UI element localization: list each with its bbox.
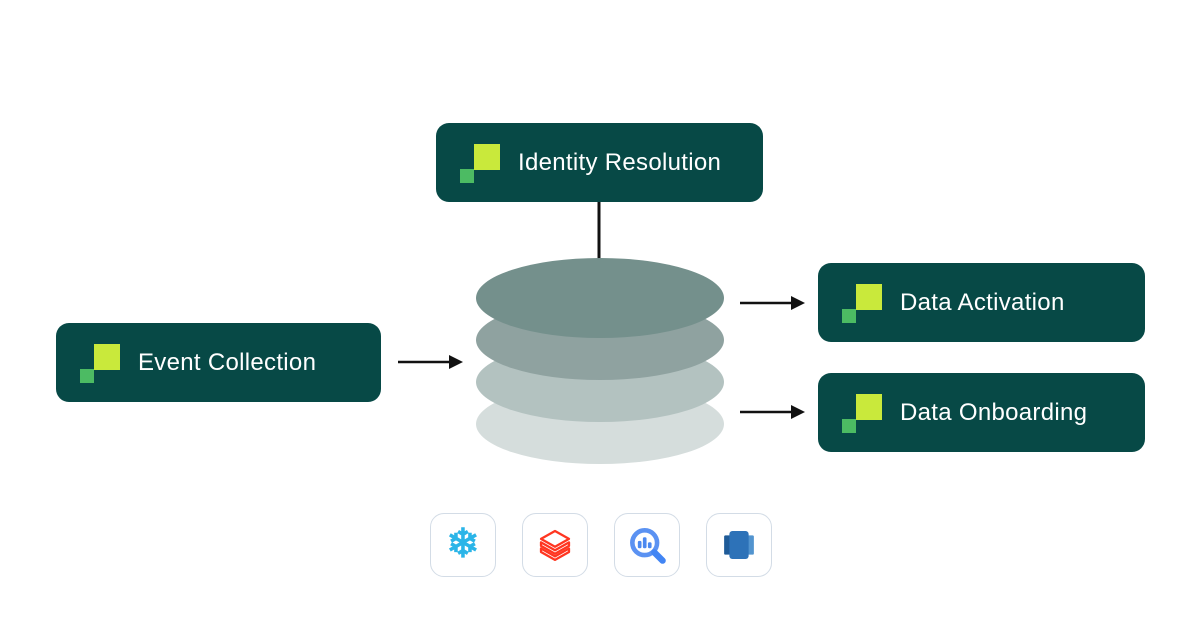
redshift-icon xyxy=(724,531,754,559)
tile-bigquery xyxy=(614,513,680,577)
node-label: Data Activation xyxy=(900,288,1065,316)
brand-square-lime xyxy=(856,393,882,420)
brand-squares-icon xyxy=(842,283,882,323)
snowflake-icon: ❄ xyxy=(446,521,481,567)
warehouse-stack-layer-1 xyxy=(476,258,724,338)
brand-square-green xyxy=(842,418,856,433)
node-label: Identity Resolution xyxy=(518,148,722,176)
node-identity-resolution: Identity Resolution xyxy=(436,123,763,202)
tile-redshift xyxy=(706,513,772,577)
arrow-event-to-stack xyxy=(398,355,463,369)
brand-square-green xyxy=(842,308,856,323)
node-label: Event Collection xyxy=(138,348,317,376)
brand-square-lime xyxy=(474,143,500,170)
brand-square-lime xyxy=(856,283,882,310)
bigquery-icon xyxy=(630,528,666,564)
arrow-stack-to-onboarding xyxy=(740,405,805,419)
brand-square-green xyxy=(460,168,474,183)
databricks-icon xyxy=(539,529,571,562)
brand-square-green xyxy=(80,368,94,383)
brand-squares-icon xyxy=(460,143,500,183)
brand-squares-icon xyxy=(842,393,882,433)
brand-squares-icon xyxy=(80,343,120,383)
tile-snowflake: ❄ xyxy=(430,513,496,577)
node-event-collection: Event Collection xyxy=(56,323,381,402)
tile-databricks xyxy=(522,513,588,577)
integration-tiles-row: ❄ xyxy=(430,513,772,577)
node-label: Data Onboarding xyxy=(900,398,1088,426)
arrow-stack-to-activation xyxy=(740,296,805,310)
node-data-onboarding: Data Onboarding xyxy=(818,373,1145,452)
brand-square-lime xyxy=(94,343,120,370)
node-data-activation: Data Activation xyxy=(818,263,1145,342)
